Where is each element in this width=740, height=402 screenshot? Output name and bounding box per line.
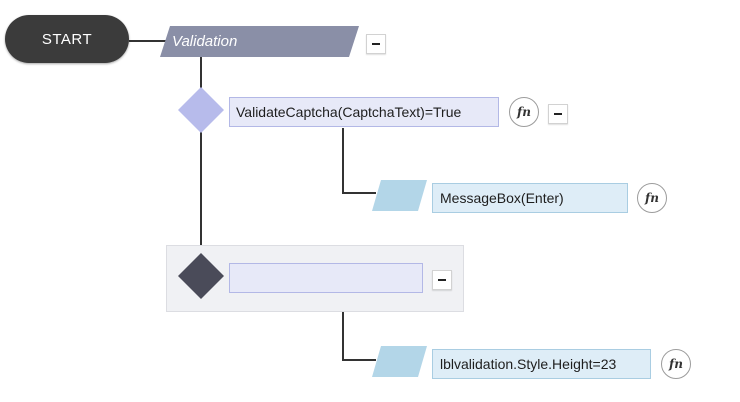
minus-icon bbox=[438, 279, 446, 281]
fn-icon: fn bbox=[645, 191, 659, 205]
else-action-expression[interactable]: lblvalidation.Style.Height=23 bbox=[432, 349, 651, 379]
collapse-validation-button[interactable] bbox=[366, 34, 386, 54]
minus-icon bbox=[554, 113, 562, 115]
fn-icon: fn bbox=[517, 105, 531, 119]
start-node[interactable]: START bbox=[5, 15, 129, 63]
validation-block-shape bbox=[160, 26, 359, 57]
validation-label: Validation bbox=[172, 32, 238, 50]
then-action-expression[interactable]: MessageBox(Enter) bbox=[432, 183, 628, 213]
collapse-condition-button[interactable] bbox=[548, 104, 568, 124]
condition-expression-text: ValidateCaptcha(CaptchaText)=True bbox=[236, 104, 462, 120]
then-action-text: MessageBox(Enter) bbox=[440, 190, 564, 206]
condition-expression[interactable]: ValidateCaptcha(CaptchaText)=True bbox=[229, 97, 499, 127]
parallelogram-icon bbox=[372, 180, 427, 211]
else-condition-expression[interactable] bbox=[229, 263, 423, 293]
else-diamond-icon[interactable] bbox=[178, 253, 224, 299]
validation-block[interactable]: Validation bbox=[172, 25, 352, 57]
parallelogram-icon bbox=[372, 346, 427, 377]
else-action-function-button[interactable]: fn bbox=[661, 349, 691, 379]
condition-function-button[interactable]: fn bbox=[509, 97, 539, 127]
collapse-else-button[interactable] bbox=[432, 270, 452, 290]
fn-icon: fn bbox=[669, 357, 683, 371]
else-action-text: lblvalidation.Style.Height=23 bbox=[440, 356, 617, 372]
diamond-icon[interactable] bbox=[178, 87, 224, 133]
start-label: START bbox=[41, 30, 93, 48]
minus-icon bbox=[372, 43, 380, 45]
then-action-function-button[interactable]: fn bbox=[637, 183, 667, 213]
